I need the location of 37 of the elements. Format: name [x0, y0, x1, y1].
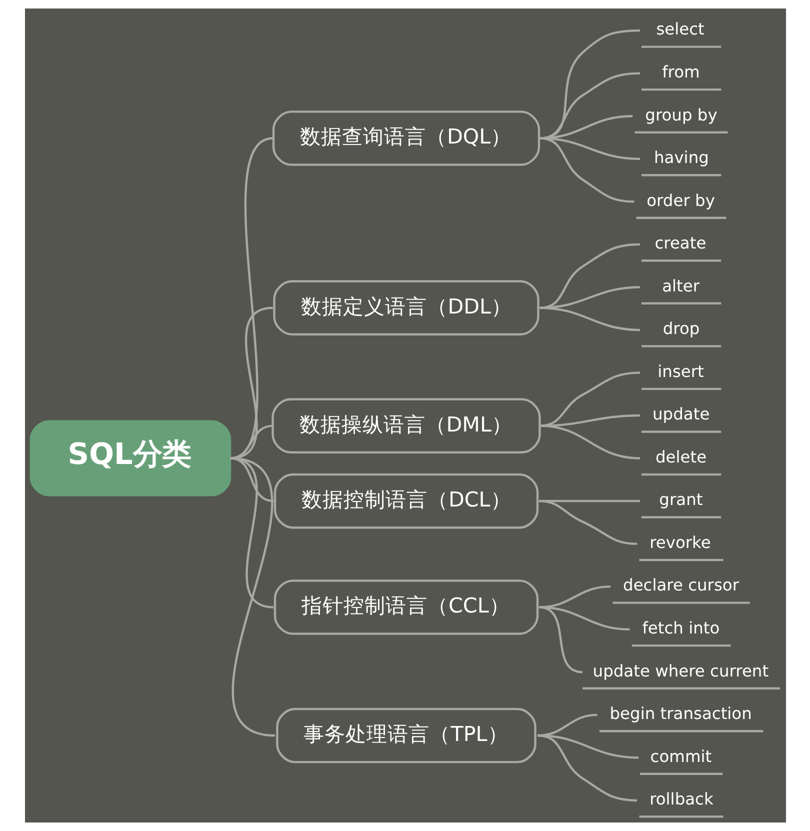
connector: [536, 734, 637, 802]
connector: [539, 286, 640, 309]
node-text: drop: [662, 319, 700, 338]
node-text: having: [654, 148, 708, 168]
node-text: from: [662, 62, 700, 82]
node-text: select: [656, 20, 704, 39]
node-text: alter: [662, 276, 700, 296]
node-text: update: [652, 404, 710, 424]
node-text: delete: [654, 447, 706, 466]
node-box: 数据控制语言（DCL）: [273, 473, 538, 529]
node-box: 事务处理语言（TPL）: [276, 708, 536, 764]
connector: [539, 306, 640, 332]
connector: [538, 606, 582, 674]
node-text: commit: [650, 746, 712, 766]
node-text: grant: [658, 490, 702, 510]
node-text: insert: [657, 362, 704, 381]
node-text: fetch into: [642, 618, 720, 638]
connector: [539, 424, 640, 460]
node-box: 数据查询语言（DQL）: [272, 110, 540, 166]
connector: [229, 457, 275, 737]
node-text: group by: [644, 105, 717, 124]
connector: [539, 372, 640, 427]
node-text: update where current: [592, 661, 768, 680]
node-text: declare cursor: [622, 576, 739, 595]
node-text: create: [654, 234, 706, 253]
node-text: order by: [646, 190, 714, 210]
connector: [539, 243, 640, 309]
node-box: 数据操纵语言（DML）: [271, 398, 540, 454]
connector: [539, 137, 634, 203]
node-text: begin transaction: [609, 704, 752, 724]
connector: [538, 500, 637, 545]
node-box: 数据定义语言（DDL）: [272, 280, 539, 336]
node-box: SQL分类: [29, 420, 231, 496]
node-box: 指针控制语言（CCL）: [273, 580, 538, 635]
connector: [539, 414, 640, 427]
node-text: rollback: [649, 790, 713, 809]
node-text: revorke: [649, 532, 710, 552]
